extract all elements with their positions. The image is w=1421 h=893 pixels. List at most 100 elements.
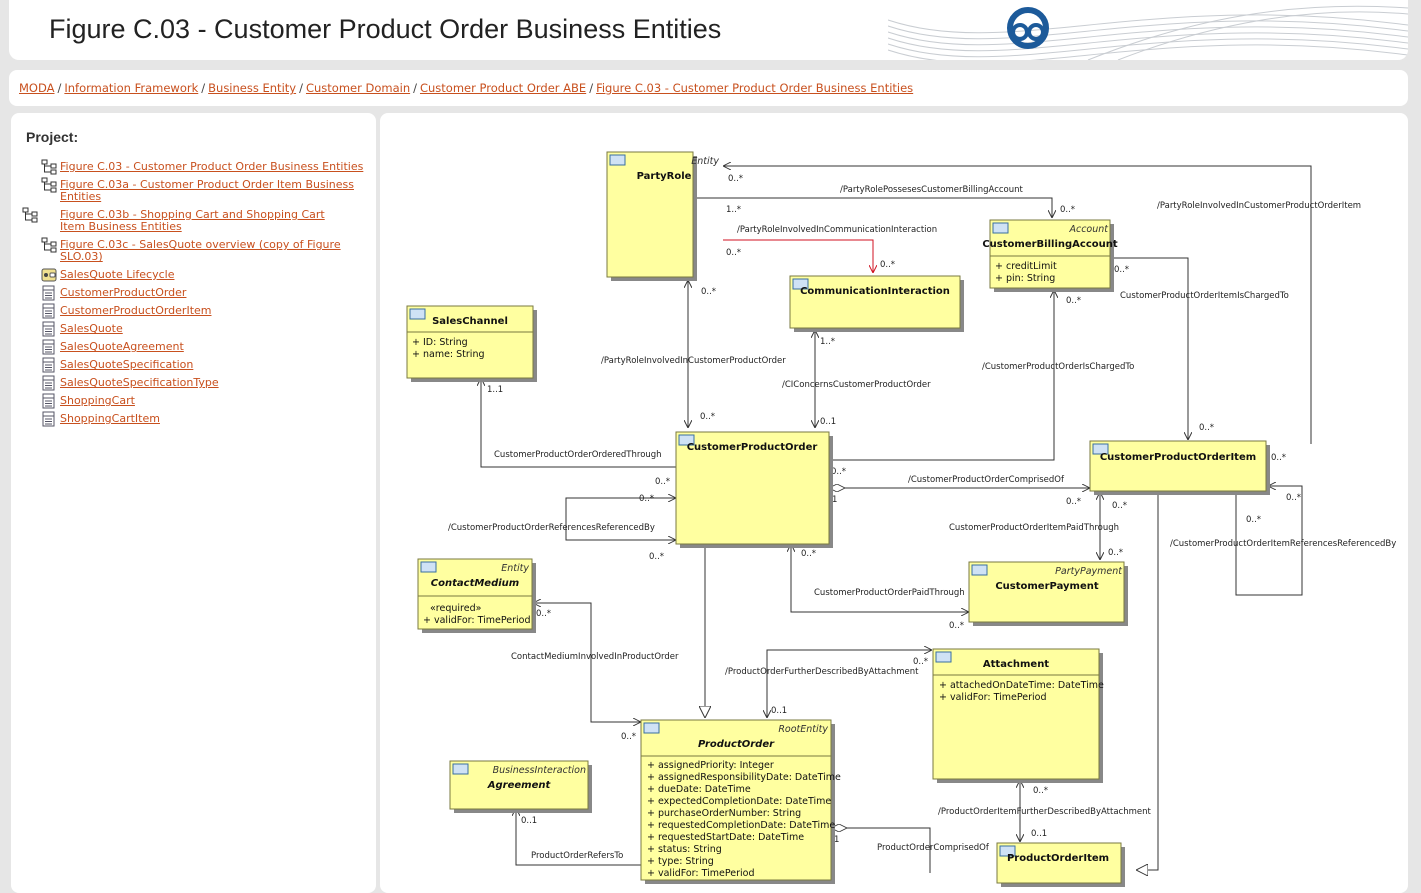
class-icon	[42, 285, 55, 301]
class-attribute: + validFor: TimePeriod	[423, 615, 531, 626]
class-name: ContactMedium	[431, 578, 519, 589]
tree-item-customerproductorderitem[interactable]: CustomerProductOrderItem	[41, 303, 371, 319]
class-icon	[999, 845, 1016, 857]
class-productorderitem[interactable]: ProductOrderItem	[996, 842, 1125, 887]
multiplicity-label: 0..*	[700, 412, 715, 422]
class-saleschannel[interactable]: SalesChannel + ID: String + name: String	[406, 305, 537, 382]
multiplicity-label: 0..*	[1199, 423, 1214, 433]
project-sidebar: Project: Figure C.03 - Customer Product …	[11, 113, 376, 893]
tree-item-label[interactable]: SalesQuoteSpecificationType	[60, 376, 219, 389]
tree-item-label[interactable]: SalesQuoteAgreement	[60, 340, 184, 353]
class-attribute: + assignedPriority: Integer	[647, 760, 774, 771]
assoc-line-cpoi-self-ref	[1235, 486, 1303, 596]
tree-item-shoppingcartitem[interactable]: ShoppingCartItem	[41, 411, 371, 427]
tree-item-shoppingcart[interactable]: ShoppingCart	[41, 393, 371, 409]
breadcrumb-link-customer-domain[interactable]: Customer Domain	[305, 81, 411, 95]
project-tree: Figure C.03 - Customer Product Order Bus…	[22, 159, 371, 431]
assoc-line-billing-cpoi	[1112, 257, 1188, 440]
breadcrumb-separator: /	[57, 81, 62, 95]
project-heading: Project:	[26, 129, 79, 145]
breadcrumb: MODA/Information Framework/Business Enti…	[9, 70, 1408, 106]
multiplicity-label: 0..*	[831, 467, 846, 477]
class-customerproductorder[interactable]: CustomerProductOrder	[675, 431, 833, 548]
multiplicity-label: 0..*	[880, 260, 895, 270]
assoc-label: /CustomerProductOrderReferencesReference…	[448, 523, 655, 533]
class-icon	[409, 308, 426, 320]
class-stereotype: Account	[1068, 224, 1109, 235]
tree-item-figure-c03[interactable]: Figure C.03 - Customer Product Order Bus…	[41, 159, 371, 175]
tree-item-figure-c03b[interactable]: Figure C.03b - Shopping Cart and Shoppin…	[22, 207, 371, 233]
tree-item-salesquotespecification[interactable]: SalesQuoteSpecification	[41, 357, 371, 373]
class-partyrole[interactable]: Entity PartyRole	[606, 151, 719, 281]
tree-item-label[interactable]: CustomerProductOrder	[60, 286, 187, 299]
class-communicationinteraction[interactable]: CommunicationInteraction	[789, 275, 964, 332]
generalization-line-cpoi-productorderitem	[1136, 492, 1159, 870]
assoc-label: /PartyRolePossesesCustomerBillingAccount	[840, 185, 1024, 195]
diagram-icon	[22, 207, 38, 223]
class-icon	[420, 561, 437, 573]
tree-item-label[interactable]: ShoppingCartItem	[60, 412, 160, 425]
class-icon	[992, 222, 1009, 234]
breadcrumb-link-information-framework[interactable]: Information Framework	[64, 81, 199, 95]
tree-item-salesquotespecificationtype[interactable]: SalesQuoteSpecificationType	[41, 375, 371, 391]
class-stereotype: Entity	[501, 563, 529, 574]
tree-item-label[interactable]: CustomerProductOrderItem	[60, 304, 212, 317]
multiplicity-label: 1..1	[487, 385, 503, 395]
tree-item-customerproductorder[interactable]: CustomerProductOrder	[41, 285, 371, 301]
multiplicity-label: 0..*	[1246, 515, 1261, 525]
class-icon	[42, 339, 55, 355]
tree-item-figure-c03c[interactable]: Figure C.03c - SalesQuote overview (copy…	[41, 237, 371, 263]
breadcrumb-link-customer-product-order-abe[interactable]: Customer Product Order ABE	[419, 81, 587, 95]
assoc-line-cpo-billing	[829, 290, 1054, 461]
assoc-label: /CIConcernsCustomerProductOrder	[782, 380, 931, 390]
tree-item-label[interactable]: SalesQuote Lifecycle	[60, 268, 175, 281]
class-customerproductorderitem[interactable]: CustomerProductOrderItem	[1089, 440, 1270, 495]
assoc-label: ContactMediumInvolvedInProductOrder	[511, 652, 679, 662]
tree-item-label[interactable]: SalesQuoteSpecification	[60, 358, 194, 371]
multiplicity-label: 0..1	[771, 706, 787, 716]
multiplicity-label: 0..*	[801, 549, 816, 559]
tree-item-label[interactable]: ShoppingCart	[60, 394, 135, 407]
breadcrumb-link-business-entity[interactable]: Business Entity	[208, 81, 297, 95]
breadcrumb-separator: /	[299, 81, 303, 95]
class-name: CustomerProductOrder	[687, 442, 818, 453]
class-contactmedium[interactable]: Entity ContactMedium «required» + validF…	[417, 558, 536, 633]
diagram-icon	[41, 237, 57, 253]
class-icon	[643, 722, 660, 734]
class-attachment[interactable]: Attachment + attachedOnDateTime: DateTim…	[932, 648, 1104, 783]
multiplicity-label: 0..*	[1033, 786, 1048, 796]
breadcrumb-link-moda[interactable]: MODA	[19, 81, 55, 95]
class-agreement[interactable]: BusinessInteraction Agreement	[449, 760, 592, 813]
class-name: SalesChannel	[432, 316, 508, 327]
multiplicity-label: 0..*	[701, 287, 716, 297]
multiplicity-label: 0..*	[1114, 265, 1129, 275]
breadcrumb-link-current-figure[interactable]: Figure C.03 - Customer Product Order Bus…	[596, 81, 914, 95]
multiplicity-label: 0..1	[820, 417, 836, 427]
statemachine-icon	[41, 268, 57, 282]
class-icon	[42, 357, 55, 373]
tree-item-label[interactable]: SalesQuote	[60, 322, 123, 335]
tree-item-label[interactable]: Figure C.03a - Customer Product Order It…	[60, 178, 354, 203]
tree-item-label[interactable]: Figure C.03c - SalesQuote overview (copy…	[60, 238, 341, 263]
tree-item-salesquote[interactable]: SalesQuote	[41, 321, 371, 337]
class-customerbillingaccount[interactable]: Account CustomerBillingAccount + creditL…	[982, 219, 1118, 292]
class-customerpayment[interactable]: PartyPayment CustomerPayment	[968, 561, 1128, 626]
class-attribute: + requestedCompletionDate: DateTime	[647, 820, 835, 831]
multiplicity-label: 0..*	[1066, 497, 1081, 507]
tree-item-label[interactable]: Figure C.03b - Shopping Cart and Shoppin…	[60, 208, 325, 233]
tree-item-label[interactable]: Figure C.03 - Customer Product Order Bus…	[60, 160, 364, 173]
class-attribute: + requestedStartDate: DateTime	[647, 832, 804, 843]
class-attribute: + validFor: TimePeriod	[939, 692, 1047, 703]
class-attribute: + ID: String	[412, 337, 468, 348]
class-name: CommunicationInteraction	[800, 286, 950, 297]
class-productorder[interactable]: RootEntity ProductOrder + assignedPriori…	[640, 719, 841, 884]
breadcrumb-separator: /	[413, 81, 417, 95]
multiplicity-label: 0..*	[655, 477, 670, 487]
class-name: Attachment	[983, 659, 1049, 670]
tree-item-figure-c03a[interactable]: Figure C.03a - Customer Product Order It…	[41, 177, 371, 203]
assoc-label: /PartyRoleInvolvedInCustomerProductOrder…	[1157, 201, 1361, 211]
class-icon	[609, 154, 626, 166]
assoc-line-productorder-agreement	[516, 808, 641, 866]
tree-item-salesquote-lifecycle[interactable]: SalesQuote Lifecycle	[41, 268, 371, 282]
tree-item-salesquoteagreement[interactable]: SalesQuoteAgreement	[41, 339, 371, 355]
